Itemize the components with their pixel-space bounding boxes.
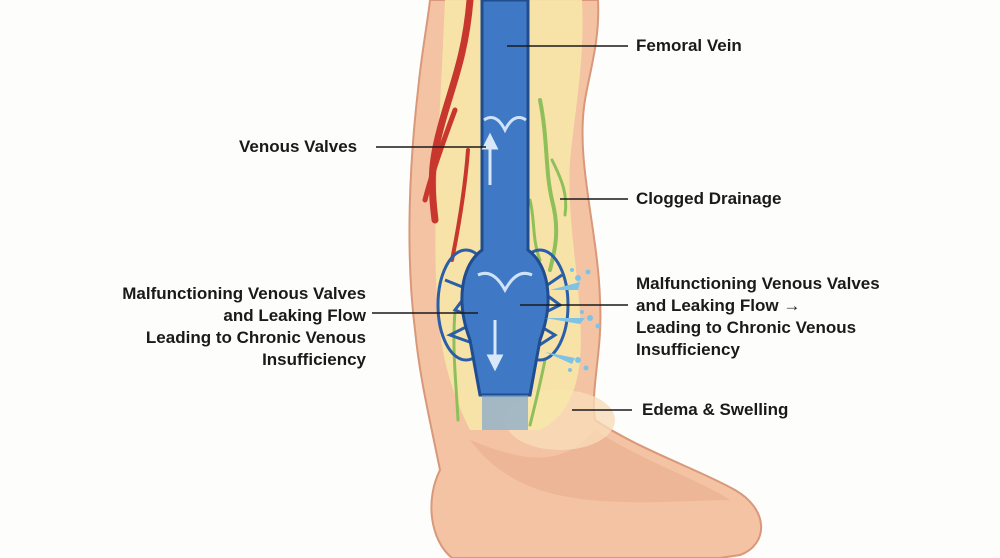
label-left-malfunction-line: Malfunctioning Venous Valves	[122, 284, 366, 303]
lymph-vessel	[452, 308, 460, 422]
label-right-malfunction-line: Malfunctioning Venous Valves	[636, 274, 880, 293]
upward-flow-arrow	[481, 132, 499, 185]
lymph-vessel	[528, 358, 547, 427]
leak-droplets	[545, 268, 601, 372]
label-edema-swelling: Edema & Swelling	[642, 400, 789, 419]
label-venous-valves: Venous Valves	[239, 137, 358, 156]
label-right-malfunction-line: Leading to Chronic Venous	[636, 318, 857, 337]
label-left-malfunction: Malfunctioning Venous Valves and Leaking…	[60, 283, 366, 371]
label-left-malfunction-line: Insufficiency	[262, 350, 366, 369]
foot-shadow	[470, 430, 730, 503]
label-right-malfunction: Malfunctioning Venous Valves and Leaking…	[636, 273, 880, 361]
label-left-malfunction-line: Leading to Chronic Venous	[145, 328, 366, 347]
downward-flow-arrow	[486, 320, 504, 372]
vein-fade	[482, 395, 528, 430]
artery-branch	[450, 148, 470, 262]
label-femoral-vein: Femoral Vein	[636, 36, 742, 55]
label-clogged-drainage: Clogged Drainage	[636, 189, 782, 208]
femoral-vein-vessel	[460, 0, 550, 397]
lymph-vessel	[528, 198, 542, 262]
label-left-malfunction-line: and Leaking Flow	[223, 306, 366, 325]
venous-valve-upper	[483, 116, 527, 134]
venous-valve-lower	[477, 271, 533, 294]
label-right-malfunction-line: Insufficiency	[636, 340, 740, 359]
lymph-vessel	[550, 158, 568, 217]
leader-lines	[372, 45, 632, 411]
artery-branch	[428, 0, 474, 224]
artery-branch	[422, 107, 458, 203]
label-right-malfunction-line: and Leaking Flow →	[636, 296, 801, 315]
lymph-vessel	[538, 98, 559, 272]
